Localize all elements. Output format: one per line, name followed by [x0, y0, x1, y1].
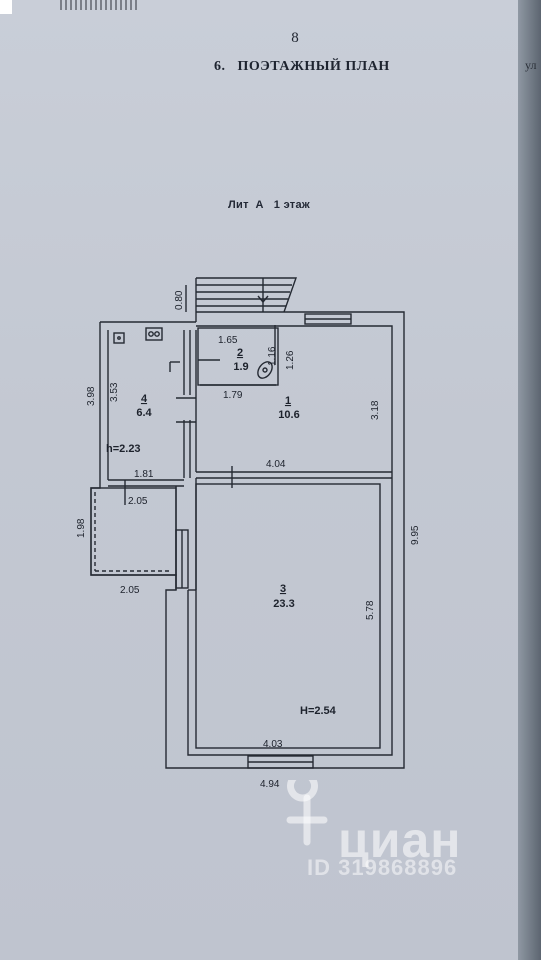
- dim-total-height: 9.95: [410, 525, 421, 545]
- dim-room3-height: 5.78: [365, 600, 376, 620]
- watermark-brand: циан: [338, 812, 462, 868]
- room-2-number: 2: [237, 347, 243, 359]
- dim-total-width: 4.94: [260, 779, 280, 790]
- dim-room2-bottom: 1.79: [223, 390, 243, 401]
- plan-title: Лит А 1 этаж: [228, 199, 310, 211]
- dim-room2-depth-b: 1.26: [285, 350, 296, 370]
- toilet-icon: [257, 361, 273, 379]
- page-number: 8: [291, 30, 299, 46]
- header-print-marks: [60, 0, 140, 10]
- page-edge: [518, 0, 541, 960]
- dim-room4-outer-height: 3.98: [86, 386, 97, 406]
- dim-porch-width: 2.05: [120, 585, 140, 596]
- room-4-area: 6.4: [136, 407, 152, 419]
- dim-room4-ceiling: h=2.23: [106, 443, 141, 455]
- window-bottom: [247, 755, 314, 769]
- paper-corner: [0, 0, 12, 14]
- dim-stair-width: 0.80: [174, 290, 185, 310]
- room-2-area: 1.9: [233, 361, 248, 373]
- room-3-number: 3: [280, 583, 286, 595]
- dim-partition-a: 1.81: [134, 469, 154, 480]
- dim-room3-width: 4.03: [263, 739, 283, 750]
- staircase: [195, 277, 297, 313]
- room-3-outline: [195, 483, 381, 749]
- room-4-number: 4: [141, 393, 148, 405]
- dim-room1-width: 4.04: [266, 459, 286, 470]
- room-1-number: 1: [285, 395, 291, 407]
- dim-porch-height: 1.98: [76, 518, 87, 538]
- dim-room2-depth-a: 1.16: [267, 346, 278, 366]
- dim-room2-width: 1.65: [218, 335, 238, 346]
- dim-partition-b: 2.05: [128, 496, 148, 507]
- watermark-listing-id: ID 319868896: [307, 855, 458, 880]
- room-3-area: 23.3: [273, 598, 294, 610]
- dim-room4-inner-height: 3.53: [109, 382, 120, 402]
- stove-icon: [145, 327, 163, 341]
- dim-room3-ceiling: H=2.54: [300, 705, 337, 717]
- cian-logo-icon: [286, 780, 328, 846]
- room-1-area: 10.6: [278, 409, 299, 421]
- sink-icon: [113, 332, 125, 344]
- next-page-fragment: ул: [525, 58, 537, 72]
- document-page: [0, 0, 520, 960]
- window-corridor: [175, 529, 189, 589]
- dim-room1-height: 3.18: [370, 400, 381, 420]
- window-top: [304, 313, 352, 325]
- section-title: 6. ПОЭТАЖНЫЙ ПЛАН: [214, 59, 390, 74]
- outer-wall: [90, 311, 405, 769]
